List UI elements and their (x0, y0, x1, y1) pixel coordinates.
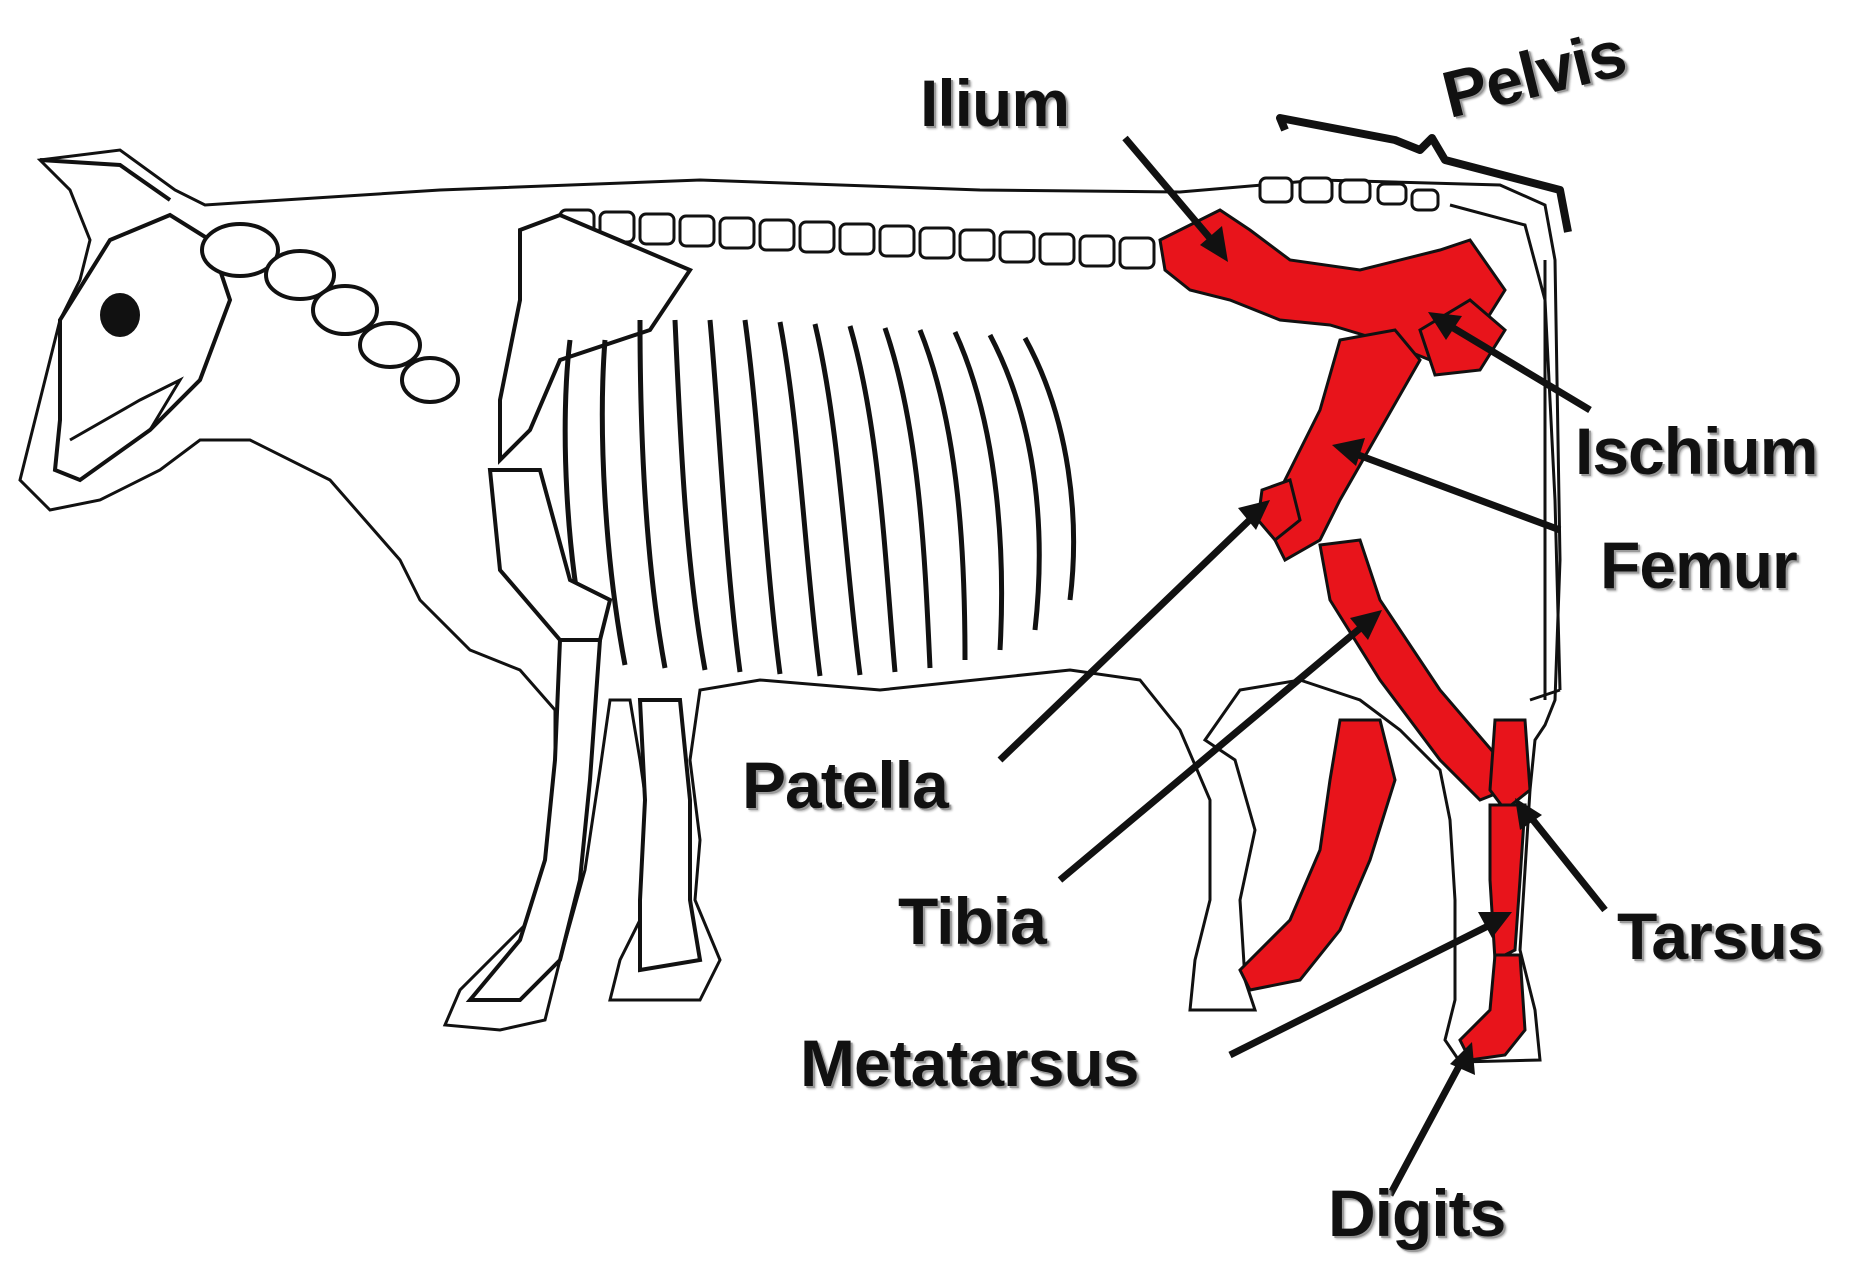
pelvis-bracket (1280, 118, 1568, 232)
ribs (565, 320, 1073, 676)
label-ischium: Ischium (1575, 418, 1817, 484)
label-patella: Patella (742, 752, 948, 818)
tarsus-arrow (1525, 810, 1605, 910)
foreleg (470, 470, 700, 1000)
digits-arrow (1390, 1055, 1465, 1195)
label-ilium: Ilium (920, 70, 1069, 136)
tarsus-bone (1490, 720, 1530, 810)
far-hind-leg (1240, 720, 1395, 990)
label-femur: Femur (1600, 532, 1797, 598)
scapula (500, 215, 690, 460)
label-tibia: Tibia (898, 888, 1046, 954)
eye-socket (100, 293, 140, 337)
neck-vertebrae (202, 224, 458, 402)
label-digits: Digits (1328, 1180, 1505, 1246)
label-metatarsus: Metatarsus (800, 1030, 1138, 1096)
label-tarsus: Tarsus (1617, 903, 1823, 969)
femur-arrow (1345, 450, 1560, 530)
jaw (70, 380, 180, 480)
